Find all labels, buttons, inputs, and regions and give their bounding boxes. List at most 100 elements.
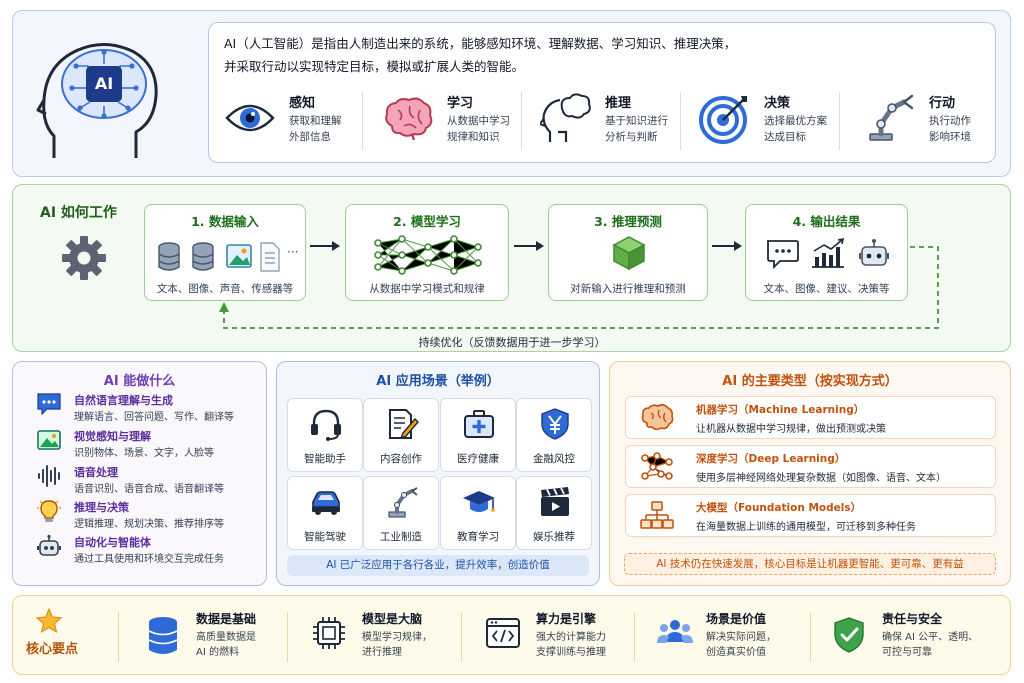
graduation-cap-icon — [463, 491, 495, 512]
concept-title: 感知 — [289, 96, 316, 111]
app-label: 医疗健康 — [457, 453, 499, 465]
divider — [118, 612, 119, 662]
feedback-loop-label: 持续优化（反馈数据用于进一步学习） — [418, 336, 606, 349]
concept-reasoning: 推理 基于知识进行分析与判断 — [540, 88, 670, 154]
divider — [287, 612, 288, 662]
thinking-head-icon — [540, 93, 591, 142]
app-healthcare: 医疗健康 — [440, 398, 516, 472]
definition-line-2: 并采取行动以实现特定目标，模拟或扩展人类的智能。 — [224, 59, 525, 74]
code-window-icon — [486, 618, 520, 648]
type-desc: 在海量数据上训练的通用模型，可迁移到多种任务 — [696, 522, 916, 533]
concept-title: 推理 — [605, 96, 632, 111]
capability-speech: 语音处理 语音识别、语音合成、语音翻译等 — [36, 464, 256, 498]
app-entertainment: 娱乐推荐 — [516, 476, 592, 550]
target-icon — [699, 96, 747, 144]
divider — [521, 92, 522, 150]
database-icon — [148, 617, 178, 654]
app-education: 教育学习 — [440, 476, 516, 550]
capability-title: 自然语言理解与生成 — [74, 394, 173, 407]
app-label: 金融风控 — [533, 453, 575, 465]
applications-panel — [276, 361, 600, 586]
divider — [461, 612, 462, 662]
concept-title: 学习 — [447, 96, 474, 111]
key-point-desc: 确保 AI 公平、透明、可控与可靠 — [882, 632, 979, 658]
capability-reasoning: 推理与决策 逻辑推理、规划决策、推荐排序等 — [36, 499, 256, 533]
capabilities-title: AI 能做什么 — [103, 374, 176, 389]
key-point-title: 模型是大脑 — [362, 612, 423, 626]
step-title: 4. 输出结果 — [792, 214, 861, 229]
app-industrial-manufacturing: 工业制造 — [363, 476, 439, 550]
app-autonomous-driving: 智能驾驶 — [287, 476, 363, 550]
app-label: 智能助手 — [304, 453, 346, 465]
step-title: 1. 数据输入 — [191, 214, 259, 229]
type-desc: 让机器从数据中学习规律，做出预测或决策 — [696, 424, 886, 435]
hierarchy-icon — [640, 501, 674, 529]
type-desc: 使用多层神经网络处理复杂数据（如图像、语音、文本） — [696, 473, 946, 484]
cube-icon — [612, 236, 646, 271]
key-point-title: 场景是价值 — [706, 612, 767, 626]
concept-desc: 从数据中学习规律和知识 — [447, 115, 510, 143]
chat-icon — [37, 393, 61, 416]
star-icon — [36, 608, 62, 634]
key-point-compute: 算力是引擎 强大的计算能力支撑训练与推理 — [486, 606, 626, 666]
applications-footer: AI 已广泛应用于各行各业，提升效率，创造价值 — [287, 555, 589, 576]
divider — [810, 612, 811, 662]
key-point-desc: 模型学习规律，进行推理 — [362, 632, 432, 658]
capability-title: 视觉感知与理解 — [74, 430, 151, 443]
concept-title: 决策 — [764, 96, 791, 111]
key-points-label: 核心要点 — [26, 642, 79, 657]
app-label: 娱乐推荐 — [533, 531, 575, 543]
capability-title: 自动化与智能体 — [74, 536, 151, 549]
ai-types-footer: AI 技术仍在快速发展，核心目标是让机器更智能、更可靠、更有益 — [624, 553, 996, 575]
robot-icon — [37, 534, 61, 556]
divider — [362, 92, 363, 150]
app-label: 智能驾驶 — [304, 531, 346, 543]
people-icon — [657, 620, 693, 643]
key-point-responsibility: 责任与安全 确保 AI 公平、透明、可控与可靠 — [832, 606, 1002, 666]
ai-chip-badge: AI — [94, 74, 114, 93]
workflow-step-output: 4. 输出结果 文本、图像、建议、决策等 — [745, 204, 908, 301]
type-machine-learning: 机器学习（Machine Learning） 让机器从数据中学习规律，做出预测或… — [625, 396, 996, 439]
workflow-title: AI 如何工作 — [40, 205, 117, 221]
brain-icon — [385, 97, 433, 140]
medical-kit-icon — [464, 410, 494, 438]
ai-head-brain-icon — [36, 43, 158, 158]
type-title: 机器学习（Machine Learning） — [696, 404, 865, 416]
car-icon — [312, 491, 340, 515]
concept-title: 行动 — [929, 96, 956, 111]
app-label: 内容创作 — [380, 453, 422, 465]
app-label: 教育学习 — [457, 531, 499, 543]
definition-card — [208, 22, 996, 163]
concept-learning: 学习 从数据中学习规律和知识 — [382, 88, 512, 154]
step-title: 3. 推理预测 — [594, 214, 662, 229]
gear-icon — [62, 236, 106, 280]
concept-desc: 基于知识进行分析与判断 — [605, 115, 668, 143]
key-point-model: 模型是大脑 模型学习规律，进行推理 — [312, 606, 452, 666]
workflow-step-data-input: 1. 数据输入 ··· 文本、图像、声音、传感器等 — [144, 204, 306, 301]
type-deep-learning: 深度学习（Deep Learning） 使用多层神经网络处理复杂数据（如图像、语… — [625, 445, 996, 488]
capability-desc: 逻辑推理、规划决策、推荐排序等 — [74, 519, 224, 530]
capability-title: 推理与决策 — [74, 501, 129, 514]
capability-agents: 自动化与智能体 通过工具使用和环境交互完成任务 — [36, 534, 256, 568]
key-point-desc: 强大的计算能力支撑训练与推理 — [536, 632, 606, 658]
lightbulb-icon — [37, 500, 61, 522]
concept-perception: 感知 获取和理解外部信息 — [224, 88, 354, 154]
capability-vision: 视觉感知与理解 识别物体、场景、文字，人脸等 — [36, 428, 256, 462]
neural-network-icon — [641, 452, 673, 480]
concept-desc: 选择最优方案达成目标 — [764, 115, 827, 143]
type-title: 深度学习（Deep Learning） — [696, 453, 846, 465]
capability-title: 语音处理 — [74, 466, 118, 479]
capability-desc: 识别物体、场景、文字，人脸等 — [74, 448, 214, 459]
capability-nlp: 自然语言理解与生成 理解语言、回答问题、写作、翻译等 — [36, 392, 256, 426]
capability-desc: 理解语言、回答问题、写作、翻译等 — [74, 412, 234, 423]
clapperboard-icon — [541, 487, 569, 516]
key-point-scenarios: 场景是价值 解决实际问题，创造真实价值 — [656, 606, 801, 666]
type-foundation-models: 大模型（Foundation Models） 在海量数据上训练的通用模型，可迁移… — [625, 494, 996, 537]
key-point-title: 数据是基础 — [196, 612, 257, 626]
waveform-icon — [38, 465, 60, 487]
more-sources-ellipsis: ··· — [287, 245, 299, 259]
key-point-desc: 解决实际问题，创造真实价值 — [706, 632, 776, 658]
arrow-right-icon — [712, 241, 742, 251]
